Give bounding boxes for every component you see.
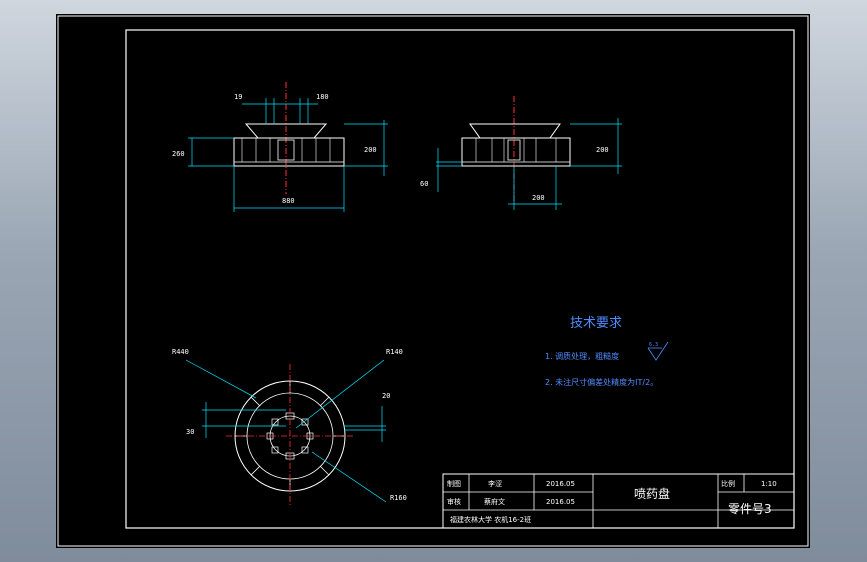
dim-front-top-right: 180 — [316, 93, 329, 101]
tb-school: 福建农林大学 农机16-2班 — [450, 515, 531, 524]
tech-req-item-1: 1. 调质处理，粗糙度 — [545, 351, 619, 361]
tb-drawn-name: 李涩 — [488, 479, 502, 488]
roughness-symbol: 6.3 — [647, 341, 669, 361]
tb-scale-value: 1:10 — [761, 480, 777, 488]
dim-front-height-left: 260 — [172, 150, 185, 158]
tb-checked-label: 审核 — [447, 497, 461, 506]
technical-requirements: 技术要求 1. 调质处理，粗糙度 2. 未注尺寸偏差处精度为IT/2。 6.3 — [545, 316, 669, 387]
inner-border — [125, 29, 795, 529]
tb-part-number: 零件号3 — [728, 502, 772, 516]
dim-top-r-bottom: R160 — [390, 494, 407, 502]
tech-req-title: 技术要求 — [570, 316, 622, 331]
dim-top-r-outer: R440 — [172, 348, 189, 356]
tb-scale-label: 比例 — [721, 479, 735, 488]
dim-side-width: 200 — [532, 194, 545, 202]
cad-drawing: 19 180 260 200 880 200 60 200 — [57, 15, 809, 547]
tech-req-item-2: 2. 未注尺寸偏差处精度为IT/2。 — [545, 377, 658, 387]
outer-border — [57, 15, 809, 547]
dim-top-right-small: 20 — [382, 392, 390, 400]
drawing-sheet: 19 180 260 200 880 200 60 200 — [56, 14, 810, 548]
tb-part-name: 喷药盘 — [634, 486, 670, 501]
top-view: R440 R140 20 30 R160 — [172, 348, 407, 506]
dim-front-height-right: 200 — [364, 146, 377, 154]
front-view: 19 180 260 200 880 — [172, 82, 388, 212]
dim-side-height-right: 200 — [596, 146, 609, 154]
tb-checked-name: 蔡府文 — [484, 497, 505, 506]
roughness-value: 6.3 — [649, 342, 658, 348]
dim-front-width: 880 — [282, 197, 295, 205]
tb-checked-date: 2016.05 — [546, 498, 575, 506]
side-view: 200 60 200 — [420, 96, 622, 210]
title-block: 制图 李涩 2016.05 审核 蔡府文 2016.05 喷药盘 比例 1:10… — [442, 473, 795, 529]
tb-drawn-date: 2016.05 — [546, 480, 575, 488]
dim-top-left-small: 30 — [186, 428, 194, 436]
dim-front-top-left: 19 — [234, 93, 242, 101]
dim-top-r-inner: R140 — [386, 348, 403, 356]
dim-side-small-left: 60 — [420, 180, 428, 188]
tb-drawn-label: 制图 — [447, 479, 461, 488]
